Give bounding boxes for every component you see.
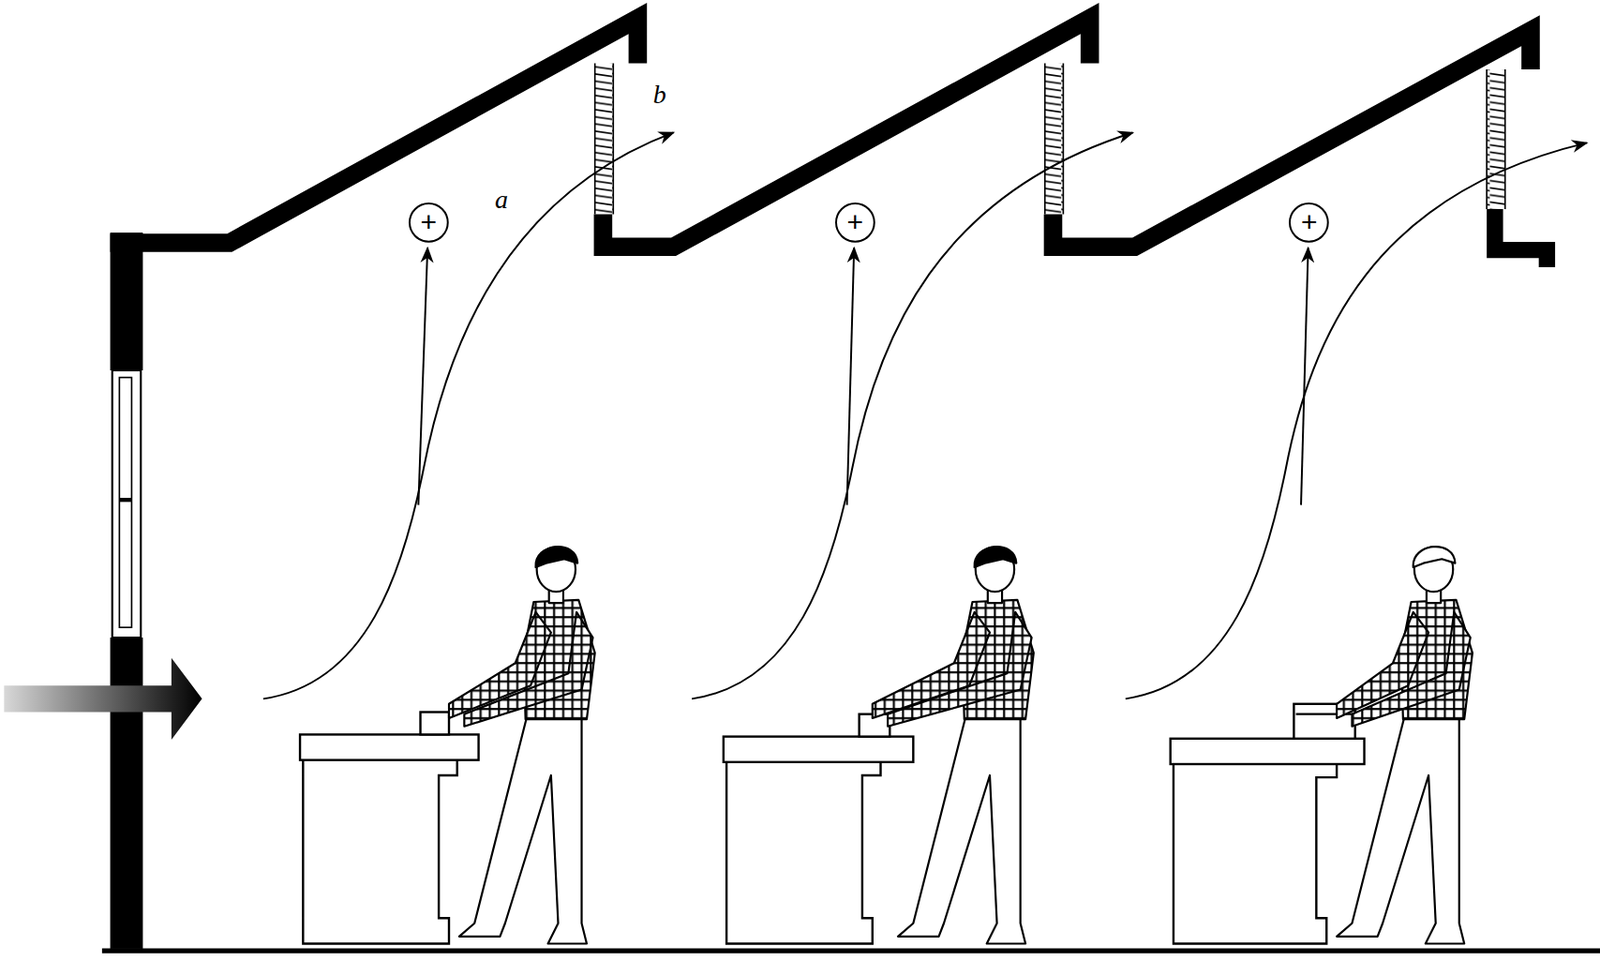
airflow-curves — [263, 132, 1587, 699]
plus-circle: + — [1288, 202, 1330, 243]
circle-shape — [409, 203, 449, 242]
workbenches — [299, 703, 1364, 944]
sawtooth-roof — [110, 18, 1548, 268]
worker-figure — [1336, 546, 1473, 943]
part-letter: a — [494, 186, 509, 213]
floor — [102, 947, 1600, 953]
inflow-arrow — [3, 657, 202, 740]
roof-glazing — [595, 62, 1506, 214]
circle-shape — [836, 203, 875, 242]
node-text: + — [419, 208, 437, 237]
heat-arrows — [418, 247, 1308, 505]
node-text: + — [1300, 208, 1318, 237]
wall — [110, 232, 144, 949]
worker-figure — [448, 546, 596, 943]
plus-circle: + — [835, 202, 876, 243]
circle-shape — [1289, 203, 1329, 242]
node-text: + — [847, 208, 865, 237]
part-letter: b — [653, 81, 667, 108]
workers — [448, 546, 1473, 943]
plus-circle: + — [408, 202, 449, 243]
worker-figure — [872, 546, 1034, 943]
